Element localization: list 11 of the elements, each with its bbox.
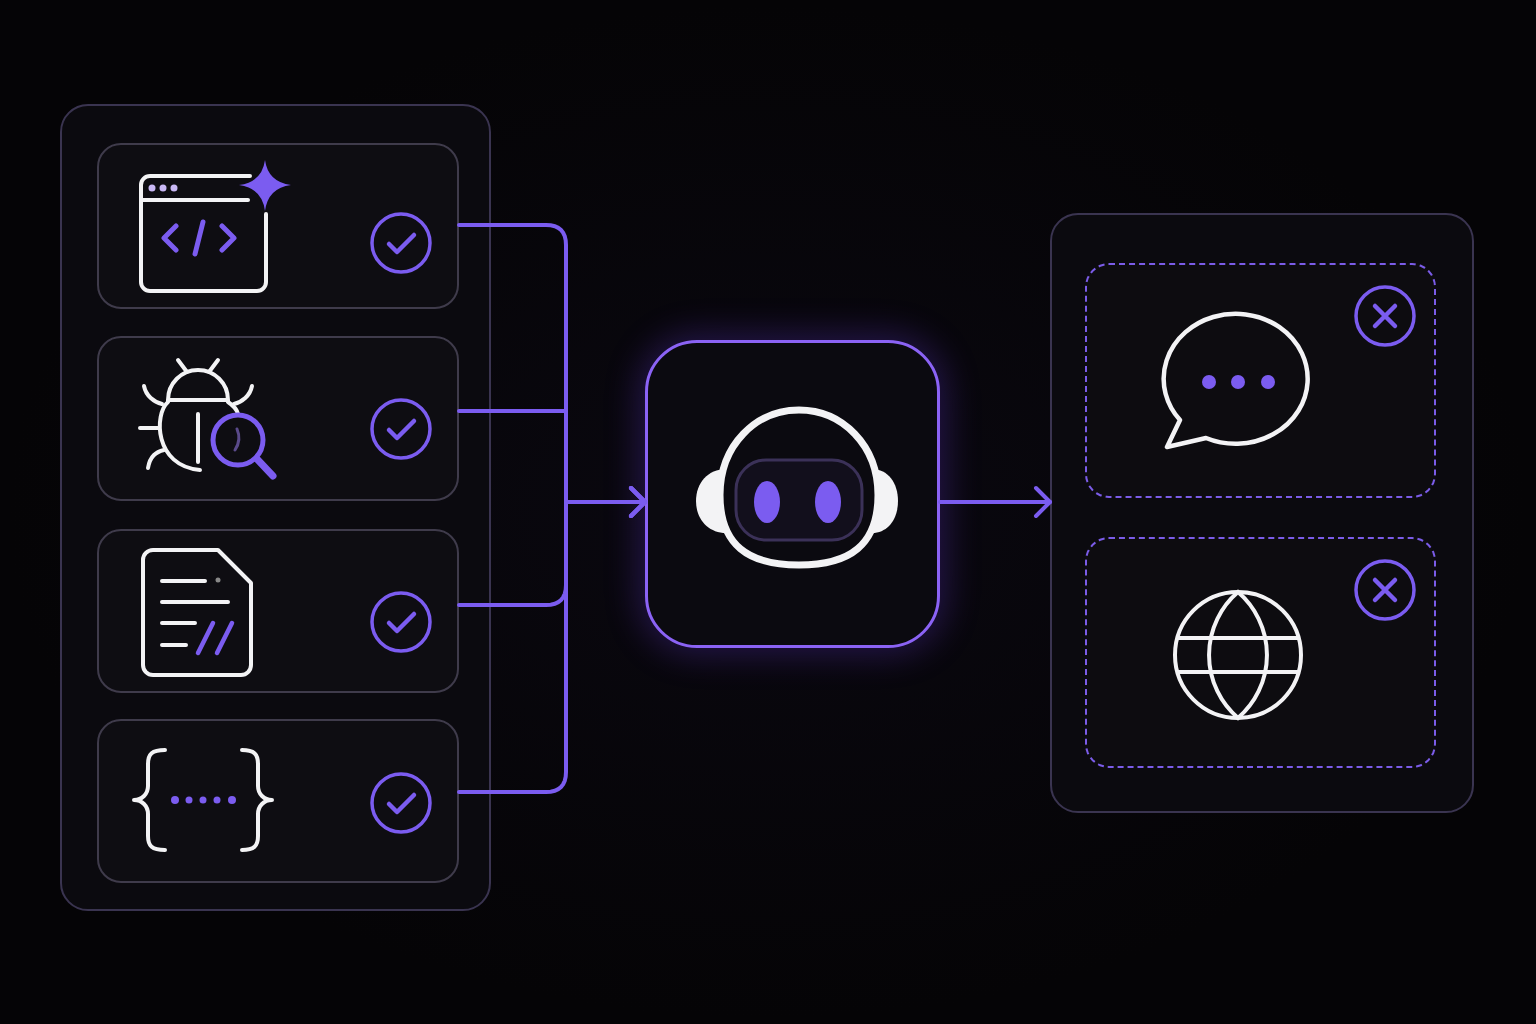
dashed-card: [1085, 537, 1436, 768]
card: [97, 719, 459, 883]
arrow: [457, 486, 647, 794]
highlight-card: [645, 340, 940, 648]
panel: [1050, 213, 1474, 813]
card: [97, 143, 459, 309]
dashed-card: [1085, 263, 1436, 498]
card: [97, 529, 459, 693]
arrow: [938, 486, 1052, 518]
card: [97, 336, 459, 501]
panel: [60, 104, 491, 911]
